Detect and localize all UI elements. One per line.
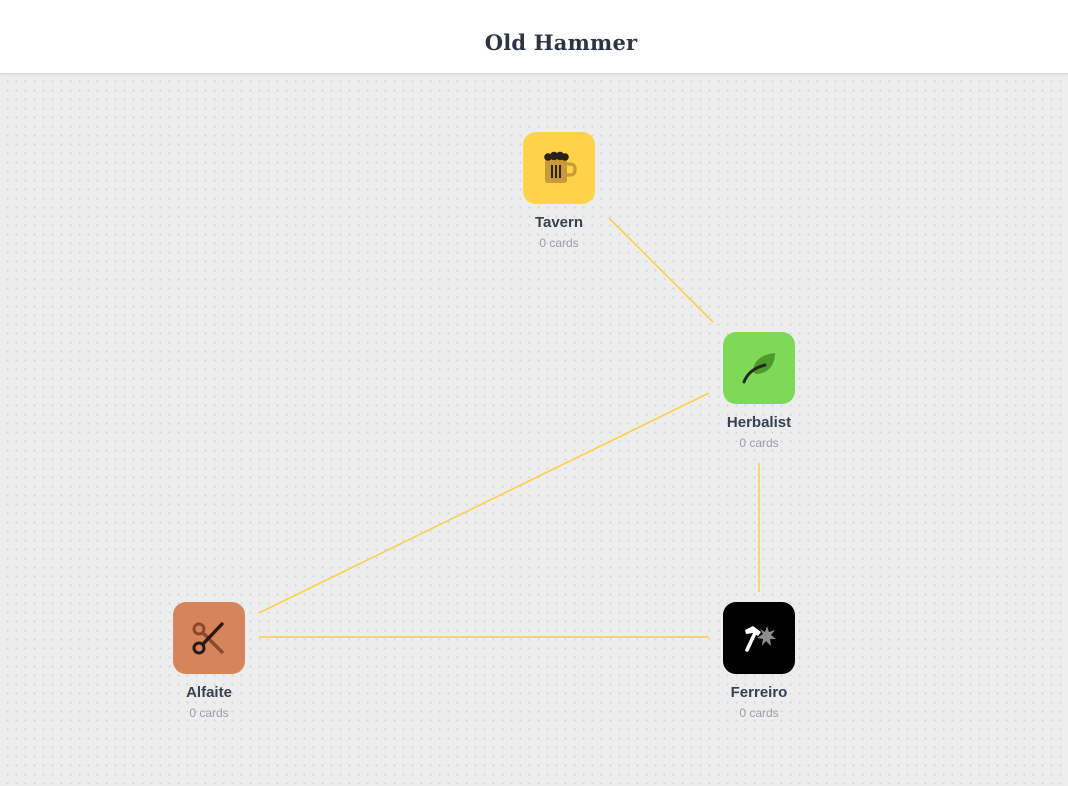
node-card-count: 0 cards [739, 706, 779, 720]
leaf-icon [739, 348, 779, 388]
node-alfaite[interactable]: Alfaite 0 cards [149, 602, 269, 720]
node-name: Ferreiro [730, 684, 788, 701]
edge-herbalist-alfaite [258, 392, 710, 614]
herbalist-tile[interactable] [723, 332, 795, 404]
hammer-icon [739, 618, 779, 658]
alfaite-tile[interactable] [173, 602, 245, 674]
node-ferreiro[interactable]: Ferreiro 0 cards [699, 602, 819, 720]
tavern-tile[interactable] [523, 132, 595, 204]
node-tavern[interactable]: Tavern 0 cards [499, 132, 619, 250]
scissors-icon [189, 618, 229, 658]
node-card-count: 0 cards [739, 436, 779, 450]
node-card-count: 0 cards [539, 236, 579, 250]
app-header: Old Hammer [0, 0, 1068, 74]
node-name: Alfaite [186, 684, 232, 701]
node-name: Tavern [534, 214, 584, 231]
node-card-count: 0 cards [189, 706, 229, 720]
edge-tavern-herbalist [608, 217, 714, 323]
node-name: Herbalist [726, 414, 792, 431]
node-herbalist[interactable]: Herbalist 0 cards [699, 332, 819, 450]
beer-mug-icon [540, 149, 578, 187]
page-title: Old Hammer [484, 30, 638, 55]
ferreiro-tile[interactable] [723, 602, 795, 674]
